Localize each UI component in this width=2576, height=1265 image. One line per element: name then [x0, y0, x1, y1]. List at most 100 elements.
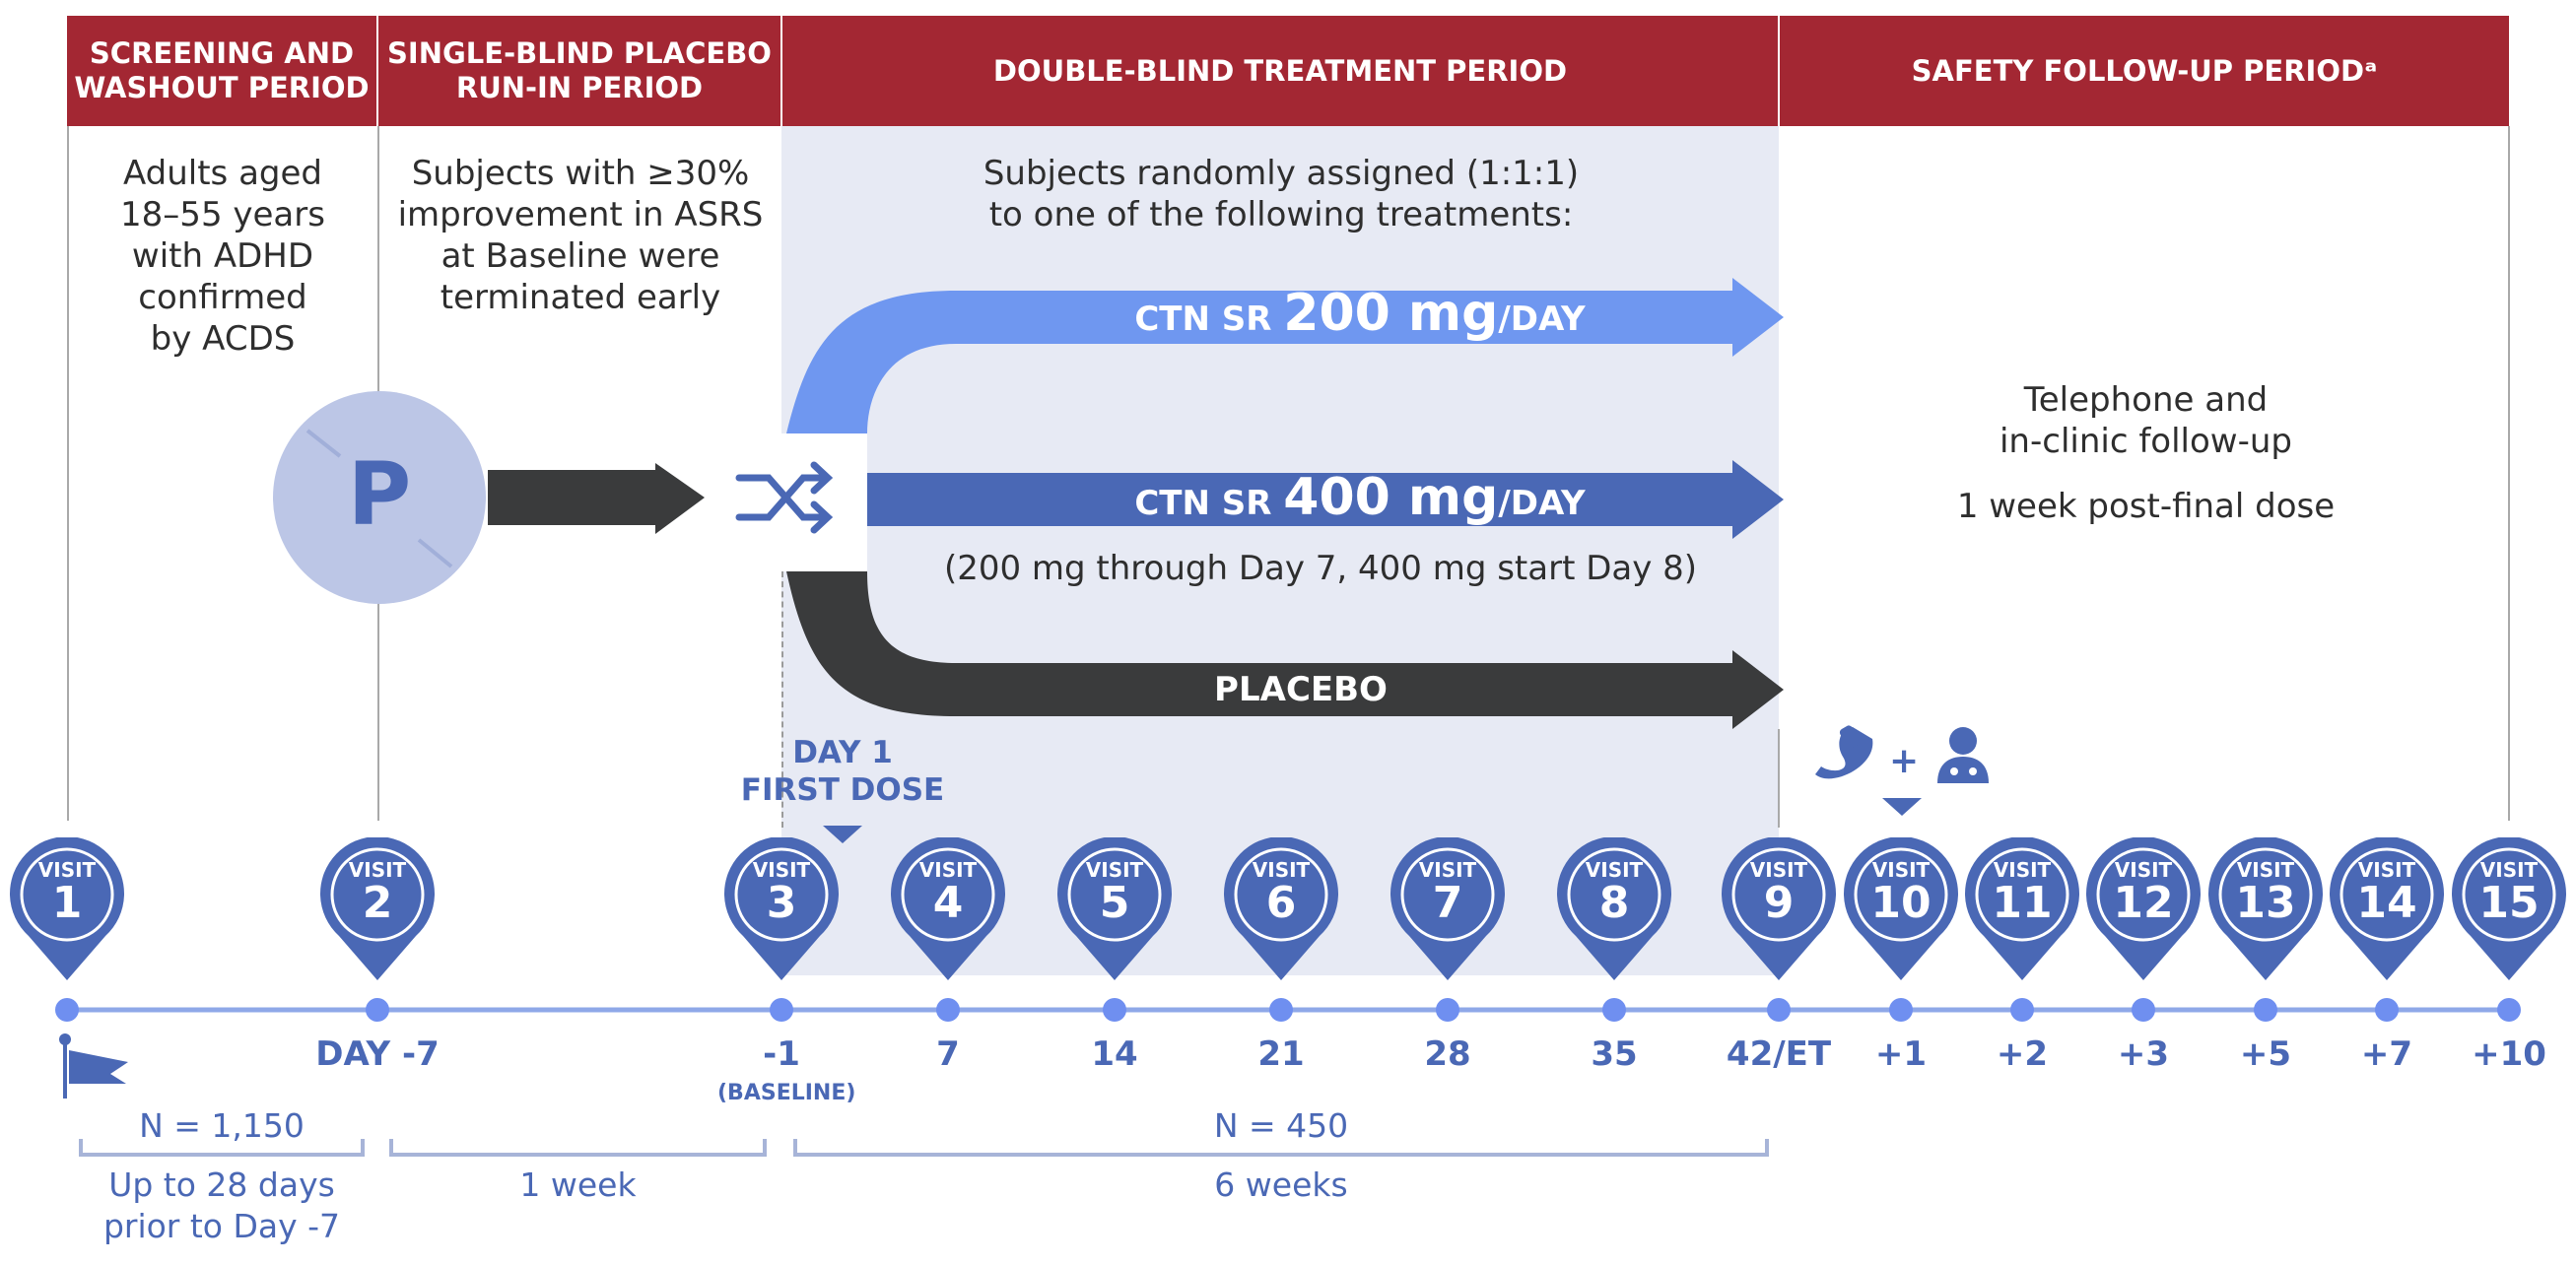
- visit-number: 14: [2356, 878, 2417, 928]
- visit-word: VISIT: [1585, 858, 1644, 882]
- one-week: 1 week: [519, 1165, 637, 1204]
- timeline-dot: [1889, 998, 1913, 1022]
- visit-word: VISIT: [1085, 858, 1144, 882]
- timeline-dot: [936, 998, 960, 1022]
- visit-number: 15: [2478, 878, 2540, 928]
- visit-word: VISIT: [2236, 858, 2295, 882]
- shuffle-icon: [735, 461, 834, 534]
- visit-number: 8: [1598, 878, 1630, 928]
- visit-number: 12: [2113, 878, 2174, 928]
- visit-word: VISIT: [2479, 858, 2539, 882]
- visit-number: 13: [2235, 878, 2296, 928]
- visit10-pointer: [1882, 798, 1922, 816]
- visit-number: 10: [1870, 878, 1932, 928]
- visit-word: VISIT: [1993, 858, 2052, 882]
- double-blind-shade: [781, 126, 1779, 975]
- six-weeks: 6 weeks: [1214, 1165, 1348, 1204]
- visit-word: VISIT: [2357, 858, 2416, 882]
- visit-number: 2: [362, 878, 393, 928]
- visit-number: 5: [1099, 878, 1130, 928]
- runin-arrow: [488, 463, 705, 534]
- visit-word: VISIT: [1252, 858, 1311, 882]
- visit-number: 1: [51, 878, 83, 928]
- divider: [2508, 126, 2510, 821]
- visit-word: VISIT: [1871, 858, 1931, 882]
- flag-icon: [59, 1033, 128, 1099]
- timeline-dot: [2497, 998, 2521, 1022]
- visit-word: VISIT: [2114, 858, 2173, 882]
- n-double-blind: N = 450: [1213, 1106, 1349, 1145]
- plus-sign: +: [1889, 741, 1920, 781]
- n-screening: N = 1,150: [139, 1106, 305, 1145]
- day-label: 14: [1091, 1034, 1138, 1074]
- visit-number: 7: [1432, 878, 1463, 928]
- day-label: +10: [2472, 1034, 2546, 1074]
- arm-400-note: (200 mg through Day 7, 400 mg start Day …: [943, 549, 1698, 588]
- day-label: 21: [1257, 1034, 1305, 1074]
- day-label: 7: [936, 1034, 960, 1074]
- divider: [67, 126, 69, 821]
- day-label: DAY -7: [315, 1034, 440, 1074]
- bracket-runin: [389, 1139, 767, 1157]
- visit-word: VISIT: [918, 858, 978, 882]
- placebo-arm-arrow: [786, 571, 1784, 729]
- day-label: +7: [2360, 1034, 2413, 1074]
- day-label: +5: [2239, 1034, 2292, 1074]
- visit-number: 6: [1265, 878, 1297, 928]
- bracket-double-blind: [793, 1139, 1769, 1157]
- placebo-circle-letter: P: [347, 443, 412, 545]
- timeline-dots: [55, 998, 2521, 1022]
- timeline-dot: [1103, 998, 1126, 1022]
- timeline-dot: [1436, 998, 1459, 1022]
- divider: [1778, 729, 1780, 828]
- visit-number: 11: [1992, 878, 2053, 928]
- timeline-dot: [1767, 998, 1791, 1022]
- runin-description: Subjects with ≥30%improvement in ASRS at…: [397, 154, 764, 317]
- arm-200-arrow: [786, 278, 1784, 433]
- arm-400-label: CTN SR 400 mg/DAY: [1134, 468, 1586, 527]
- timeline-dot: [2010, 998, 2034, 1022]
- doctor-icon: [1937, 727, 1989, 783]
- visit-word: VISIT: [1749, 858, 1808, 882]
- arm-400-arrow: [867, 460, 1784, 539]
- day-label: +1: [1874, 1034, 1928, 1074]
- visit-word: VISIT: [37, 858, 97, 882]
- day-label: 35: [1591, 1034, 1638, 1074]
- arm-200-label: CTN SR 200 mg/DAY: [1134, 284, 1586, 343]
- timeline-dot: [1269, 998, 1293, 1022]
- visit-number: 4: [932, 878, 964, 928]
- day-label: -1: [763, 1034, 800, 1074]
- visit-number: 9: [1763, 878, 1795, 928]
- visit-word: VISIT: [348, 858, 407, 882]
- timeline-dot: [2254, 998, 2277, 1022]
- day1-pointer: [823, 826, 862, 843]
- visit-word: VISIT: [752, 858, 811, 882]
- bracket-screening: [79, 1139, 365, 1157]
- header-safety: SAFETY FOLLOW-UP PERIODᵃ: [1780, 16, 2509, 126]
- timeline-dot: [366, 998, 389, 1022]
- phone-icon: [1815, 725, 1873, 779]
- header-double-blind: DOUBLE-BLIND TREATMENT PERIOD: [782, 16, 1778, 126]
- timeline-dot: [2375, 998, 2399, 1022]
- baseline-label: (BASELINE): [717, 1081, 856, 1105]
- day-label: +3: [2117, 1034, 2170, 1074]
